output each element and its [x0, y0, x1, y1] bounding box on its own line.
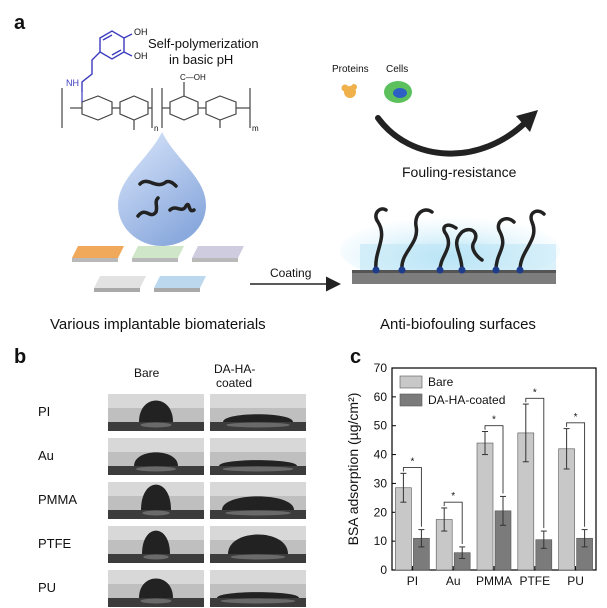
- significance-bracket: [402, 467, 422, 527]
- coating-label: Coating: [270, 266, 312, 280]
- label-cooh: C—OH: [180, 73, 206, 82]
- cells-label: Cells: [386, 64, 409, 75]
- significance-bracket: [484, 425, 504, 494]
- significance-star: *: [410, 457, 414, 468]
- label-oh-bottom: OH: [134, 51, 148, 61]
- y-tick-label: 50: [374, 419, 388, 433]
- left-caption: Various implantable biomaterials: [50, 316, 266, 333]
- contact-angle-photo-coated-pi: [210, 394, 306, 431]
- y-tick-label: 10: [374, 534, 388, 548]
- significance-star: *: [574, 412, 578, 423]
- substrate-surface: [352, 272, 556, 284]
- biomaterial-tiles: [72, 246, 244, 292]
- row-label-pu: PU: [38, 580, 57, 595]
- y-tick-label: 20: [374, 505, 388, 519]
- tile-3: [192, 246, 244, 258]
- fouling-label: Fouling-resistance: [402, 164, 517, 180]
- panel-a-letter: a: [14, 12, 26, 34]
- polymer-chains: [136, 179, 196, 218]
- contact-angle-photo-bare-ptfe: [108, 526, 204, 563]
- y-tick-label: 70: [374, 361, 388, 375]
- y-tick-label: 40: [374, 448, 388, 462]
- legend-label-coated: DA-HA-coated: [428, 393, 505, 407]
- row-label-au: Au: [38, 448, 54, 463]
- cell-nucleus: [393, 88, 407, 98]
- x-tick-label-pi: PI: [407, 574, 418, 588]
- x-tick-label-pu: PU: [567, 574, 584, 588]
- contact-angle-photo-bare-pu: [108, 570, 204, 607]
- legend-swatch-bare: [399, 375, 423, 389]
- tile-2: [132, 246, 184, 258]
- tile-1: [72, 246, 124, 258]
- contact-angle-photo-bare-pi: [108, 394, 204, 431]
- hydrogel-drop: [118, 132, 206, 246]
- row-label-pmma: PMMA: [38, 492, 77, 507]
- contact-angle-photo-coated-au: [210, 438, 306, 475]
- y-tick-label: 0: [380, 563, 387, 577]
- col-coated-label-1: DA-HA-: [214, 362, 256, 376]
- significance-star: *: [492, 415, 496, 426]
- panel-b-letter: b: [14, 346, 27, 368]
- self-poly-line1: Self-polymerization: [148, 36, 259, 51]
- x-tick-label-ptfe: PTFE: [519, 574, 550, 588]
- fouling-arrow: [375, 115, 531, 157]
- brush-chains: [374, 207, 546, 272]
- label-n-sub: n: [154, 124, 159, 133]
- tile-5: [154, 276, 206, 288]
- significance-bracket: [566, 422, 586, 527]
- polymer-backbone: [61, 82, 251, 130]
- contact-angle-photo-bare-pmma: [108, 482, 204, 519]
- contact-angle-photo-coated-ptfe: [210, 526, 306, 563]
- panel-a-graphic: [61, 30, 560, 292]
- proteins-label: Proteins: [332, 64, 369, 75]
- x-tick-label-pmma: PMMA: [476, 574, 512, 588]
- significance-star: *: [533, 387, 537, 398]
- y-tick-label: 60: [374, 390, 388, 404]
- label-oh-top: OH: [134, 27, 148, 37]
- contact-angle-photo-bare-au: [108, 438, 204, 475]
- col-coated-label-2: coated: [216, 376, 253, 390]
- label-nh: NH: [66, 78, 79, 88]
- right-caption: Anti-biofouling surfaces: [380, 316, 536, 333]
- significance-bracket: [443, 501, 463, 545]
- bar-bare-pmma: [476, 442, 494, 571]
- panel-c-letter: c: [350, 346, 362, 368]
- self-poly-line2: in basic pH: [169, 52, 234, 67]
- legend-swatch-coated: [399, 393, 423, 407]
- row-label-pi: PI: [38, 404, 51, 419]
- x-tick-label-au: Au: [446, 574, 461, 588]
- significance-star: *: [451, 491, 455, 502]
- significance-bracket: [525, 397, 545, 529]
- y-tick-label: 30: [374, 476, 388, 490]
- tile-4: [94, 276, 146, 288]
- legend-label-bare: Bare: [428, 375, 454, 389]
- catechol-ring: [81, 30, 133, 92]
- label-m-sub: m: [252, 124, 259, 133]
- contact-angle-photo-coated-pu: [210, 570, 306, 607]
- anchor-points: [372, 266, 524, 274]
- y-axis-label: BSA adsorption (µg/cm²): [345, 393, 361, 546]
- contact-angle-photo-coated-pmma: [210, 482, 306, 519]
- row-label-ptfe: PTFE: [38, 536, 72, 551]
- col-bare-label: Bare: [134, 366, 160, 380]
